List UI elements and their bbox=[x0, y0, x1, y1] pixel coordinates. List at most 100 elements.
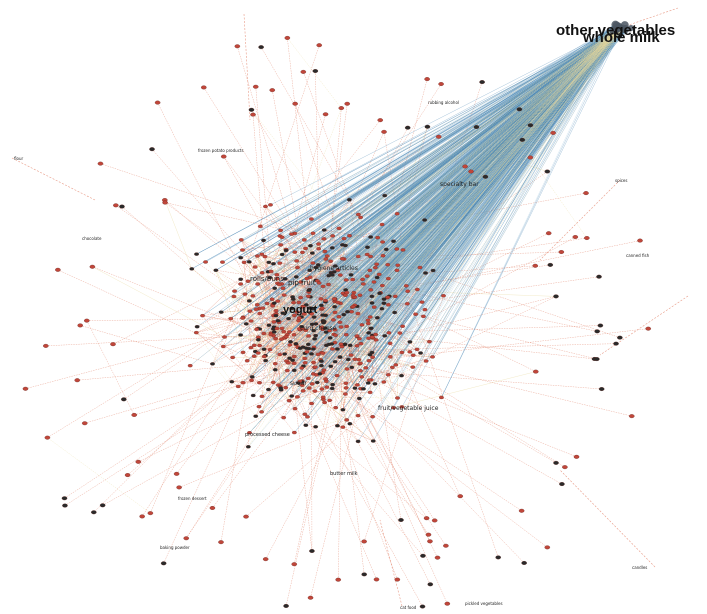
node bbox=[253, 414, 259, 418]
node bbox=[345, 310, 350, 314]
node bbox=[287, 343, 293, 347]
node bbox=[367, 268, 373, 273]
edge bbox=[77, 349, 418, 381]
node bbox=[598, 387, 605, 391]
node bbox=[386, 276, 391, 281]
edge bbox=[425, 265, 536, 274]
edge bbox=[299, 316, 339, 330]
edge bbox=[221, 311, 231, 319]
node bbox=[295, 395, 300, 399]
edge bbox=[530, 157, 588, 239]
node bbox=[420, 553, 426, 558]
edge bbox=[276, 274, 284, 314]
node bbox=[431, 518, 438, 523]
node bbox=[349, 365, 355, 369]
node bbox=[309, 352, 314, 356]
node bbox=[374, 262, 379, 266]
node bbox=[280, 286, 286, 290]
edge bbox=[371, 302, 461, 497]
edge bbox=[287, 37, 342, 109]
edge bbox=[196, 302, 338, 333]
node bbox=[291, 354, 297, 359]
node bbox=[238, 277, 244, 281]
node bbox=[519, 137, 526, 142]
node bbox=[572, 235, 579, 239]
node bbox=[306, 294, 311, 298]
node bbox=[394, 577, 401, 582]
node bbox=[399, 350, 405, 355]
node bbox=[366, 331, 372, 335]
node bbox=[419, 300, 425, 304]
node bbox=[312, 337, 317, 341]
node bbox=[417, 265, 423, 270]
node bbox=[279, 326, 285, 330]
node bbox=[271, 330, 277, 334]
node bbox=[441, 294, 446, 298]
edge bbox=[64, 311, 348, 499]
node bbox=[238, 333, 243, 337]
node bbox=[357, 293, 363, 297]
node bbox=[287, 356, 292, 360]
node bbox=[302, 361, 308, 365]
node bbox=[547, 262, 554, 267]
edge bbox=[240, 283, 274, 383]
node bbox=[387, 355, 393, 359]
edge bbox=[240, 262, 245, 280]
node bbox=[266, 260, 272, 264]
node bbox=[259, 271, 265, 275]
node bbox=[404, 125, 411, 130]
node bbox=[285, 361, 291, 365]
node bbox=[444, 601, 451, 606]
node bbox=[312, 365, 318, 369]
node bbox=[336, 315, 342, 319]
node bbox=[518, 508, 525, 513]
edge bbox=[223, 293, 246, 347]
node bbox=[413, 312, 418, 316]
edge bbox=[93, 213, 398, 513]
node bbox=[99, 503, 106, 508]
node bbox=[281, 416, 287, 420]
node bbox=[307, 595, 314, 600]
edge bbox=[196, 332, 314, 348]
node bbox=[257, 311, 263, 316]
node bbox=[271, 301, 277, 305]
edge bbox=[212, 346, 224, 365]
node bbox=[430, 355, 435, 359]
edge bbox=[314, 328, 649, 368]
label-spices: spices bbox=[615, 178, 627, 183]
node bbox=[183, 536, 189, 541]
edge bbox=[383, 297, 388, 383]
label-cat-food: cat food bbox=[400, 605, 417, 610]
node bbox=[266, 387, 271, 392]
node bbox=[544, 169, 551, 174]
edge bbox=[223, 329, 301, 347]
node bbox=[348, 273, 354, 277]
edge bbox=[196, 332, 233, 382]
node bbox=[380, 254, 386, 258]
label-whole-milk: whole milk bbox=[582, 29, 660, 46]
node bbox=[242, 292, 248, 296]
edge bbox=[268, 244, 281, 390]
node bbox=[322, 112, 329, 117]
node bbox=[323, 257, 329, 261]
node bbox=[81, 421, 88, 426]
node bbox=[55, 267, 61, 272]
edge bbox=[285, 277, 311, 388]
node bbox=[288, 340, 293, 344]
node bbox=[278, 386, 284, 390]
node bbox=[381, 129, 387, 134]
node bbox=[319, 364, 324, 368]
node bbox=[418, 351, 423, 355]
node bbox=[532, 263, 539, 268]
node bbox=[328, 259, 333, 263]
node bbox=[316, 281, 322, 285]
node bbox=[354, 344, 360, 348]
node bbox=[392, 310, 398, 315]
edge bbox=[123, 298, 273, 400]
node bbox=[302, 356, 308, 361]
node bbox=[423, 271, 428, 275]
edge bbox=[80, 325, 213, 365]
node bbox=[248, 319, 254, 323]
node bbox=[314, 380, 320, 385]
label-pickled-vegetables: pickled vegetables bbox=[465, 601, 503, 606]
